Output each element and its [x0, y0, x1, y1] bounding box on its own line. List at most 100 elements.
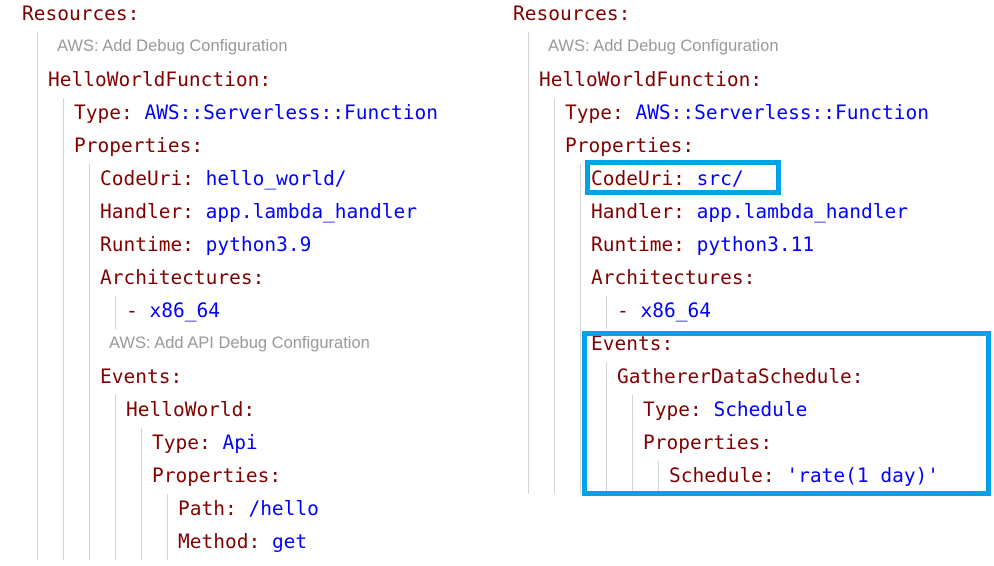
yaml-key: GathererDataSchedule:	[617, 365, 864, 388]
code-line[interactable]: Type: AWS::Serverless::Function	[74, 96, 438, 129]
yaml-panel-before: Resources:HelloWorldFunction:Type: AWS::…	[22, 0, 492, 566]
yaml-key: Handler:	[591, 200, 685, 223]
yaml-value: AWS::Serverless::Function	[635, 101, 929, 124]
space	[194, 167, 206, 190]
codelens-action[interactable]: AWS: Add API Debug Configuration	[109, 334, 370, 352]
code-line[interactable]: Resources:	[513, 0, 630, 30]
yaml-value: app.lambda_handler	[696, 200, 908, 223]
indent-guide	[167, 494, 168, 560]
indent-guide	[658, 461, 659, 494]
yaml-key: Schedule:	[669, 464, 775, 487]
code-line[interactable]: Type: Api	[152, 426, 258, 459]
yaml-key: Resources:	[22, 2, 140, 25]
code-line[interactable]: CodeUri: hello_world/	[100, 162, 347, 195]
code-line[interactable]: - x86_64	[617, 294, 711, 327]
yaml-value: python3.11	[696, 233, 815, 256]
yaml-key: CodeUri:	[591, 167, 685, 190]
space	[685, 200, 697, 223]
indent-guide	[632, 395, 633, 494]
yaml-key: Handler:	[100, 200, 194, 223]
yaml-key: Path:	[178, 497, 237, 520]
space	[138, 299, 150, 322]
yaml-key: Properties:	[565, 134, 695, 157]
yaml-key: Type:	[643, 398, 702, 421]
yaml-key: Properties:	[74, 134, 204, 157]
code-line[interactable]: Method: get	[178, 525, 307, 558]
yaml-key: Architectures:	[591, 266, 756, 289]
yaml-value: 'rate(1 day)'	[786, 464, 940, 487]
code-line[interactable]: Handler: app.lambda_handler	[591, 195, 908, 228]
yaml-panel-after: Resources:HelloWorldFunction:Type: AWS::…	[513, 0, 991, 566]
code-line[interactable]: Schedule: 'rate(1 day)'	[669, 459, 939, 492]
indent-guide	[37, 32, 38, 560]
code-line[interactable]: Path: /hello	[178, 492, 319, 525]
yaml-key: Method:	[178, 530, 261, 553]
indent-guide	[606, 296, 607, 329]
yaml-key: Architectures:	[100, 266, 265, 289]
yaml-key: Runtime:	[591, 233, 685, 256]
yaml-key: Resources:	[513, 2, 631, 25]
code-line[interactable]: Events:	[591, 327, 673, 360]
code-line[interactable]: Runtime: python3.11	[591, 228, 814, 261]
indent-guide	[528, 32, 529, 494]
code-line[interactable]: - x86_64	[126, 294, 220, 327]
indent-guide	[141, 428, 142, 560]
code-line[interactable]: CodeUri: src/	[591, 162, 744, 195]
yaml-value: src/	[696, 167, 744, 190]
code-line[interactable]: Architectures:	[591, 261, 755, 294]
space	[685, 167, 697, 190]
space	[194, 233, 206, 256]
code-line[interactable]: Properties:	[643, 426, 772, 459]
yaml-value: x86_64	[149, 299, 220, 322]
yaml-key: HelloWorldFunction:	[539, 68, 763, 91]
yaml-value: python3.9	[205, 233, 312, 256]
code-line[interactable]: Resources:	[22, 0, 139, 30]
indent-guide	[63, 98, 64, 560]
yaml-key: Properties:	[152, 464, 282, 487]
yaml-value: Schedule	[713, 398, 808, 421]
yaml-value: hello_world/	[205, 167, 347, 190]
code-line[interactable]: Type: AWS::Serverless::Function	[565, 96, 929, 129]
yaml-key: HelloWorld:	[126, 398, 256, 421]
yaml-key: CodeUri:	[100, 167, 194, 190]
code-line[interactable]: HelloWorldFunction:	[48, 63, 271, 96]
yaml-key: HelloWorldFunction:	[48, 68, 272, 91]
yaml-value: x86_64	[640, 299, 711, 322]
indent-guide	[554, 98, 555, 494]
yaml-value: AWS::Serverless::Function	[144, 101, 438, 124]
code-line[interactable]: HelloWorldFunction:	[539, 63, 762, 96]
yaml-list-dash: -	[126, 299, 138, 322]
yaml-value: get	[271, 530, 308, 553]
code-line[interactable]: Properties:	[152, 459, 281, 492]
codelens-action[interactable]: AWS: Add Debug Configuration	[548, 37, 779, 55]
yaml-key: Properties:	[643, 431, 773, 454]
code-line[interactable]: HelloWorld:	[126, 393, 255, 426]
code-line[interactable]: Type: Schedule	[643, 393, 807, 426]
code-line[interactable]: GathererDataSchedule:	[617, 360, 864, 393]
space	[237, 497, 249, 520]
code-line[interactable]: Architectures:	[100, 261, 264, 294]
space	[624, 101, 636, 124]
yaml-key: Type:	[565, 101, 624, 124]
space	[775, 464, 787, 487]
code-line[interactable]: Handler: app.lambda_handler	[100, 195, 417, 228]
yaml-value: /hello	[248, 497, 319, 520]
space	[211, 431, 223, 454]
yaml-key: Type:	[152, 431, 211, 454]
space	[702, 398, 714, 421]
yaml-key: Type:	[74, 101, 133, 124]
yaml-list-dash: -	[617, 299, 629, 322]
code-line[interactable]: Properties:	[74, 129, 203, 162]
yaml-value: Api	[222, 431, 258, 454]
space	[260, 530, 272, 553]
yaml-key: Runtime:	[100, 233, 194, 256]
space	[629, 299, 641, 322]
codelens-action[interactable]: AWS: Add Debug Configuration	[57, 37, 288, 55]
code-line[interactable]: Properties:	[565, 129, 694, 162]
code-line[interactable]: Events:	[100, 360, 182, 393]
code-line[interactable]: Runtime: python3.9	[100, 228, 311, 261]
indent-guide	[606, 362, 607, 494]
space	[133, 101, 145, 124]
indent-guide	[115, 296, 116, 329]
